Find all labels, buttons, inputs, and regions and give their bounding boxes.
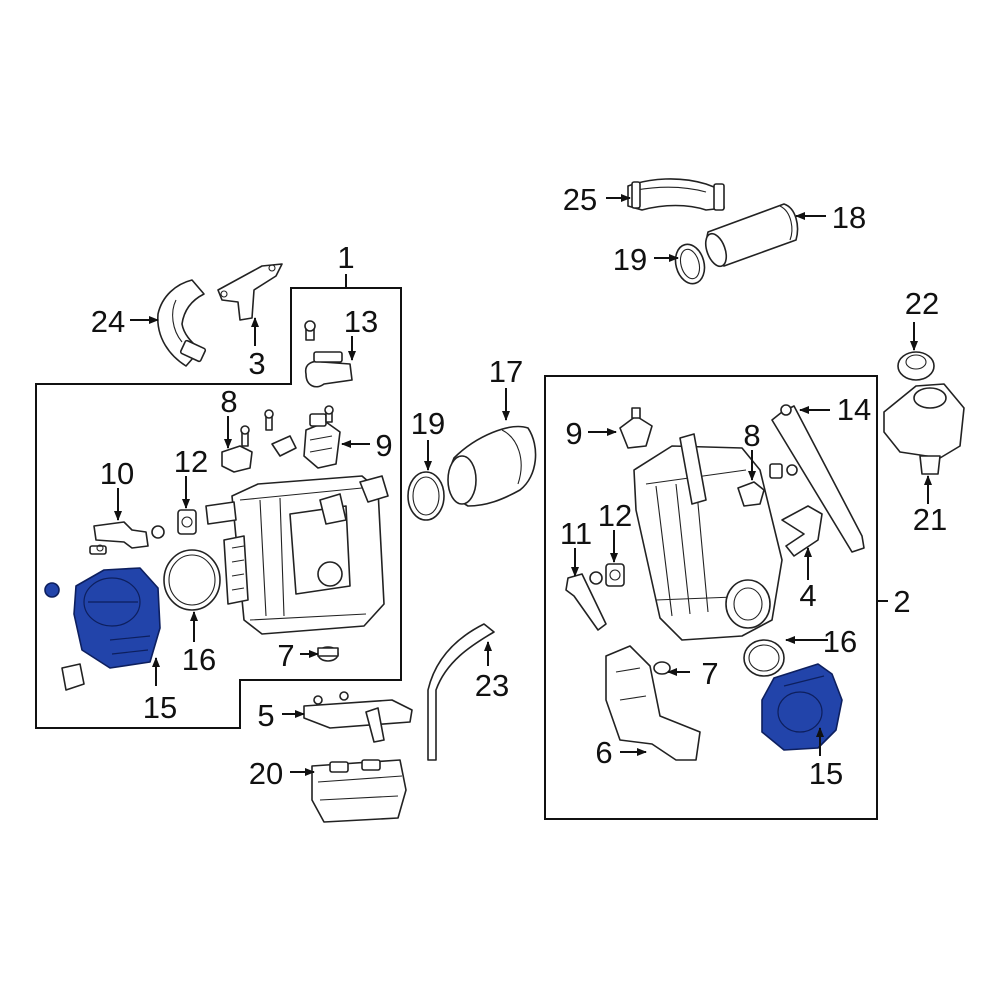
part-9-actuator-right[interactable] xyxy=(619,407,653,449)
callout-labels: 1 2 3 4 5 6 7 7 8 8 9 9 10 11 12 12 13 1… xyxy=(91,182,947,791)
part-25-pipe[interactable] xyxy=(627,178,725,211)
callout-13: 13 xyxy=(344,304,378,339)
part-13-fitting[interactable] xyxy=(304,320,353,388)
callout-21: 21 xyxy=(913,502,947,537)
callout-8-right: 8 xyxy=(743,418,760,453)
callout-9-right: 9 xyxy=(565,416,582,451)
callout-24: 24 xyxy=(91,304,125,339)
callout-9-left: 9 xyxy=(375,428,392,463)
callout-12-left: 12 xyxy=(174,444,208,479)
part-10-elbow[interactable] xyxy=(89,521,165,555)
part-18-hose[interactable] xyxy=(702,203,799,269)
part-21-reservoir[interactable] xyxy=(883,383,965,475)
callout-10: 10 xyxy=(100,456,134,491)
part-12-clip-right[interactable] xyxy=(605,563,625,587)
intercooler-housing-left[interactable] xyxy=(205,475,389,635)
callout-20: 20 xyxy=(249,756,283,791)
callout-23: 23 xyxy=(475,668,509,703)
part-8-sensor-left[interactable] xyxy=(221,409,297,473)
part-16-gasket-left[interactable] xyxy=(163,549,221,611)
assembly-2-frame xyxy=(544,375,878,820)
part-15-throttle-body-left[interactable] xyxy=(44,567,161,691)
callout-22: 22 xyxy=(905,286,939,321)
callout-3: 3 xyxy=(248,346,265,381)
part-22-cap[interactable] xyxy=(897,351,935,381)
callout-11: 11 xyxy=(560,516,592,551)
callout-2: 2 xyxy=(893,584,910,619)
part-6-bracket[interactable] xyxy=(605,645,701,761)
intercooler-housing-right[interactable] xyxy=(633,433,783,641)
callout-8-left: 8 xyxy=(220,384,237,419)
callout-15-right: 15 xyxy=(809,756,843,791)
callout-15-left: 15 xyxy=(143,690,177,725)
callout-16-right: 16 xyxy=(823,624,857,659)
callout-25: 25 xyxy=(563,182,597,217)
callout-17: 17 xyxy=(489,354,523,389)
callout-18: 18 xyxy=(832,200,866,235)
part-7-cap-right[interactable] xyxy=(653,661,671,675)
part-19-clamp-left[interactable] xyxy=(407,471,445,521)
callout-16-left: 16 xyxy=(182,642,216,677)
callout-1: 1 xyxy=(337,240,354,275)
callout-7-left: 7 xyxy=(277,638,294,673)
callout-19-top: 19 xyxy=(613,242,647,277)
callout-19-left: 19 xyxy=(411,406,445,441)
callout-4-left: 4 xyxy=(799,578,816,613)
part-15-throttle-body-right[interactable] xyxy=(761,663,843,751)
part-16-gasket-right[interactable] xyxy=(743,639,785,677)
callout-14: 14 xyxy=(837,392,871,427)
part-5-bracket[interactable] xyxy=(303,691,413,743)
part-4-bracket[interactable] xyxy=(781,505,823,557)
callout-7-right: 7 xyxy=(701,656,718,691)
part-23-tube[interactable] xyxy=(427,623,495,761)
part-7-cap-left[interactable] xyxy=(317,646,339,662)
assembly-1-frame xyxy=(35,287,402,729)
callout-5: 5 xyxy=(257,698,274,733)
leader-lines xyxy=(114,194,932,776)
part-9-actuator-left[interactable] xyxy=(303,405,341,469)
part-12-clip-left[interactable] xyxy=(177,509,197,535)
part-11-fitting[interactable] xyxy=(565,571,607,631)
part-24-duct[interactable] xyxy=(157,279,207,367)
part-19-clamp-top[interactable] xyxy=(671,241,708,287)
part-17-hose[interactable] xyxy=(447,425,537,507)
part-3-bracket[interactable] xyxy=(217,263,283,321)
part-14-pipe[interactable] xyxy=(771,404,865,553)
part-8-sensor-right[interactable] xyxy=(737,463,798,507)
callout-12-right: 12 xyxy=(598,498,632,533)
callout-6: 6 xyxy=(595,735,612,770)
part-20-reservoir[interactable] xyxy=(311,759,407,823)
